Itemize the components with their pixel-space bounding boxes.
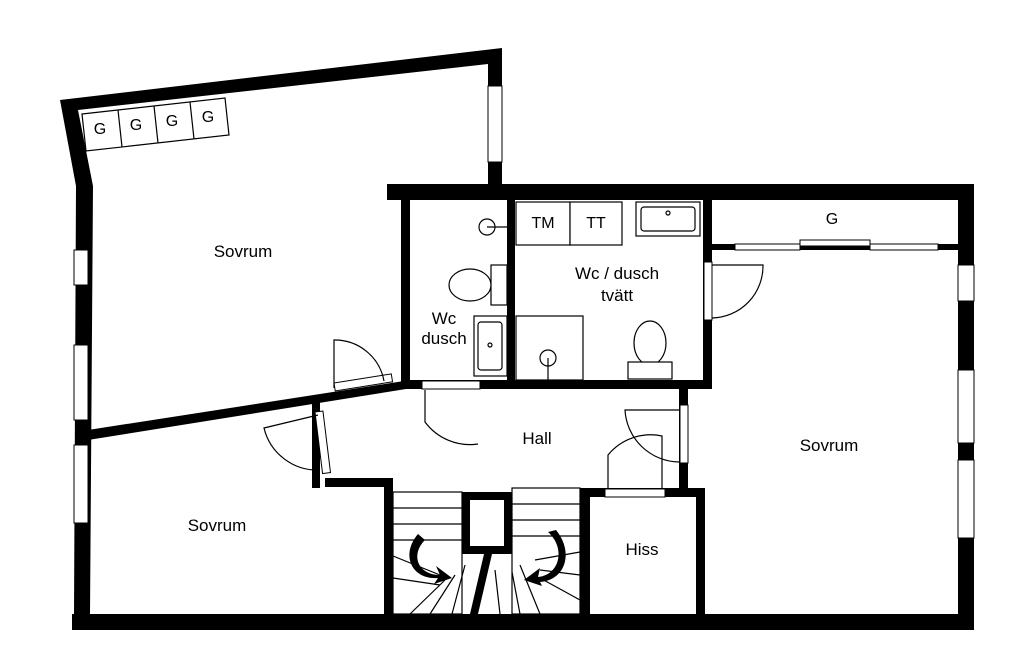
door-swing <box>424 390 479 446</box>
tm-label: TM <box>531 215 554 232</box>
tt-label: TT <box>586 215 606 232</box>
sliding-door <box>734 243 801 251</box>
window <box>73 444 89 524</box>
windows <box>73 85 975 539</box>
door-swing <box>263 414 321 471</box>
wardrobes-top-left: G G G G <box>81 97 230 152</box>
door-swing <box>624 409 680 463</box>
wardrobe-label: G <box>826 211 838 228</box>
toilet-icon <box>633 320 667 366</box>
door-opening <box>679 404 689 464</box>
large-wc-fixtures: TM TT <box>515 201 701 381</box>
door-swing <box>333 339 385 388</box>
room-label-bedroom-bottom-left: Sovrum <box>188 516 247 535</box>
wardrobe-label: G <box>166 113 178 130</box>
door-opening <box>604 488 666 498</box>
room-label-large-wc-line1: Wc / dusch <box>575 264 659 283</box>
stair-down-arrow-icon <box>524 530 566 586</box>
room-labels: Sovrum Sovrum Sovrum Hall Hiss Wc dusch … <box>188 242 859 559</box>
stairs <box>392 487 581 615</box>
room-label-hall: Hall <box>522 429 551 448</box>
room-label-small-wc-line2: dusch <box>421 329 466 348</box>
wardrobe-label: G <box>202 109 214 126</box>
room-label-small-wc-line1: Wc <box>432 309 457 328</box>
door-swing <box>607 434 663 489</box>
room-label-large-wc-line2: tvätt <box>601 286 633 305</box>
toilet-icon <box>448 268 492 302</box>
shower-area <box>515 315 584 381</box>
door-opening <box>421 380 481 390</box>
stair-down-arrow-icon <box>409 534 452 584</box>
toilet-tank <box>490 264 508 306</box>
dryer <box>569 201 623 246</box>
door-swing <box>711 264 764 319</box>
window <box>957 459 975 539</box>
toilet-tank <box>627 361 673 380</box>
wardrobe-label: G <box>130 117 142 134</box>
window <box>957 264 975 302</box>
room-label-elevator: Hiss <box>625 540 658 559</box>
room-label-bedroom-top-left: Sovrum <box>214 242 273 261</box>
door-opening <box>333 373 394 392</box>
window <box>73 344 89 421</box>
small-wc-fixtures <box>448 218 508 377</box>
door-swings <box>263 264 764 489</box>
window <box>73 249 89 286</box>
room-label-bedroom-right: Sovrum <box>800 436 859 455</box>
door-opening <box>314 410 332 475</box>
door-opening <box>703 261 713 321</box>
wardrobe-label: G <box>94 121 106 138</box>
sliding-door <box>799 239 871 247</box>
window <box>957 369 975 444</box>
window <box>487 85 503 163</box>
sliding-door <box>869 243 939 251</box>
